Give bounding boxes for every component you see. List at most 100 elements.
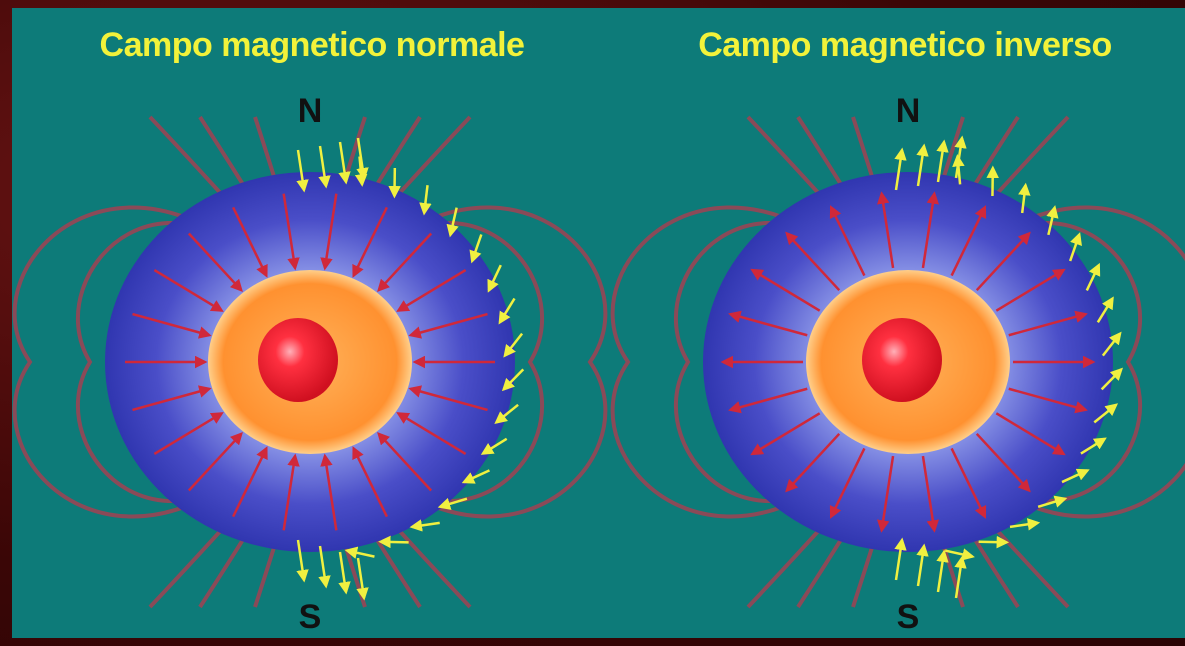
field-arrow: [408, 312, 488, 339]
field-arrow: [975, 231, 1031, 292]
compass-arrow: [344, 546, 375, 559]
panel-title-normal: Campo magnetico normale: [100, 26, 525, 64]
field-arrow: [877, 455, 895, 533]
field-arrow: [975, 432, 1031, 493]
field-arrow: [750, 412, 821, 456]
field-arrow: [377, 232, 433, 293]
compass-arrow: [318, 545, 331, 589]
field-line: [906, 205, 1185, 519]
compass-arrows: [894, 135, 1124, 599]
field-line: [308, 205, 608, 519]
field-arrow: [750, 268, 821, 312]
compass-arrow: [1037, 495, 1068, 508]
field-arrow: [728, 310, 808, 337]
north-pole-label: N: [298, 92, 323, 130]
field-arrow: [921, 455, 939, 533]
north-pole-label: N: [896, 92, 921, 130]
field-line: [610, 205, 910, 519]
compass-arrow: [1080, 437, 1107, 455]
field-arrow: [829, 205, 866, 277]
compass-arrow: [356, 557, 369, 601]
compass-arrow: [446, 207, 459, 238]
compass-arrow: [894, 147, 907, 191]
compass-arrow: [318, 145, 331, 189]
compass-arrow: [1046, 205, 1059, 236]
normal-field-panel: Campo magnetico normale N S: [12, 26, 608, 636]
reversed-field-panel: Campo magnetico inverso N S: [610, 26, 1185, 636]
compass-arrow: [356, 137, 369, 181]
field-arrow: [1008, 387, 1088, 414]
compass-arrow: [437, 497, 468, 510]
compass-arrow: [1101, 331, 1122, 357]
field-arrow: [995, 412, 1066, 456]
compass-arrow: [954, 555, 967, 599]
compass-arrow: [296, 149, 309, 193]
field-arrow: [153, 269, 224, 312]
field-arrow: [153, 412, 224, 455]
compass-arrow: [409, 519, 440, 532]
field-arrow: [785, 432, 841, 493]
field-arrow: [785, 231, 841, 292]
compass-arrow: [894, 537, 907, 581]
compass-arrow: [1018, 182, 1031, 214]
inner-core: [862, 318, 942, 402]
compass-arrow: [378, 535, 409, 549]
panel-title-reversed: Campo magnetico inverso: [698, 26, 1112, 64]
field-arrow: [728, 387, 808, 414]
field-arrow: [408, 385, 488, 412]
compass-arrow: [1096, 296, 1114, 323]
field-arrow: [187, 232, 243, 293]
field-arrow: [1008, 310, 1088, 337]
compass-arrow: [494, 403, 519, 424]
compass-arrow: [916, 543, 929, 587]
south-pole-label: S: [299, 598, 322, 636]
field-arrow: [352, 446, 388, 518]
compass-arrow: [978, 535, 1010, 549]
compass-arrow: [1093, 403, 1119, 424]
field-arrow: [282, 193, 300, 271]
field-arrow: [877, 191, 895, 269]
compass-arrow: [936, 549, 949, 593]
compass-arrow: [338, 141, 351, 185]
compass-arrow: [1061, 468, 1090, 484]
field-arrows: [720, 191, 1096, 533]
inner-core: [258, 318, 338, 402]
field-line: [12, 205, 312, 519]
field-arrow: [187, 431, 243, 492]
field-arrow: [829, 447, 866, 519]
compass-arrow: [936, 139, 949, 183]
field-arrow: [132, 385, 212, 412]
compass-arrow: [916, 143, 929, 187]
field-arrows: [125, 193, 495, 531]
compass-arrow: [954, 135, 967, 179]
compass-arrow: [469, 234, 483, 264]
field-arrow: [232, 206, 268, 278]
compass-arrow: [501, 368, 525, 392]
field-arrow: [377, 431, 433, 492]
field-arrow: [282, 453, 300, 531]
compass-arrow: [1085, 262, 1101, 291]
compass-arrow: [944, 548, 975, 561]
compass-arrow: [338, 551, 351, 595]
compass-arrow: [296, 539, 309, 583]
field-arrow: [232, 446, 268, 518]
compass-arrows: [296, 137, 525, 601]
compass-arrow: [498, 297, 516, 325]
compass-arrow: [1100, 367, 1124, 391]
field-arrow: [132, 312, 212, 339]
compass-arrow: [419, 185, 432, 216]
compass-arrow: [487, 264, 502, 293]
compass-arrow: [1068, 232, 1082, 262]
compass-arrow: [1009, 518, 1041, 531]
field-arrow: [352, 206, 388, 278]
field-arrow: [995, 268, 1066, 312]
field-arrow: [396, 412, 467, 455]
south-pole-label: S: [897, 598, 920, 636]
field-arrow: [950, 447, 987, 519]
compass-arrow: [480, 437, 508, 455]
field-arrow: [396, 269, 467, 312]
field-arrow: [320, 453, 338, 531]
compass-arrow: [503, 332, 524, 358]
